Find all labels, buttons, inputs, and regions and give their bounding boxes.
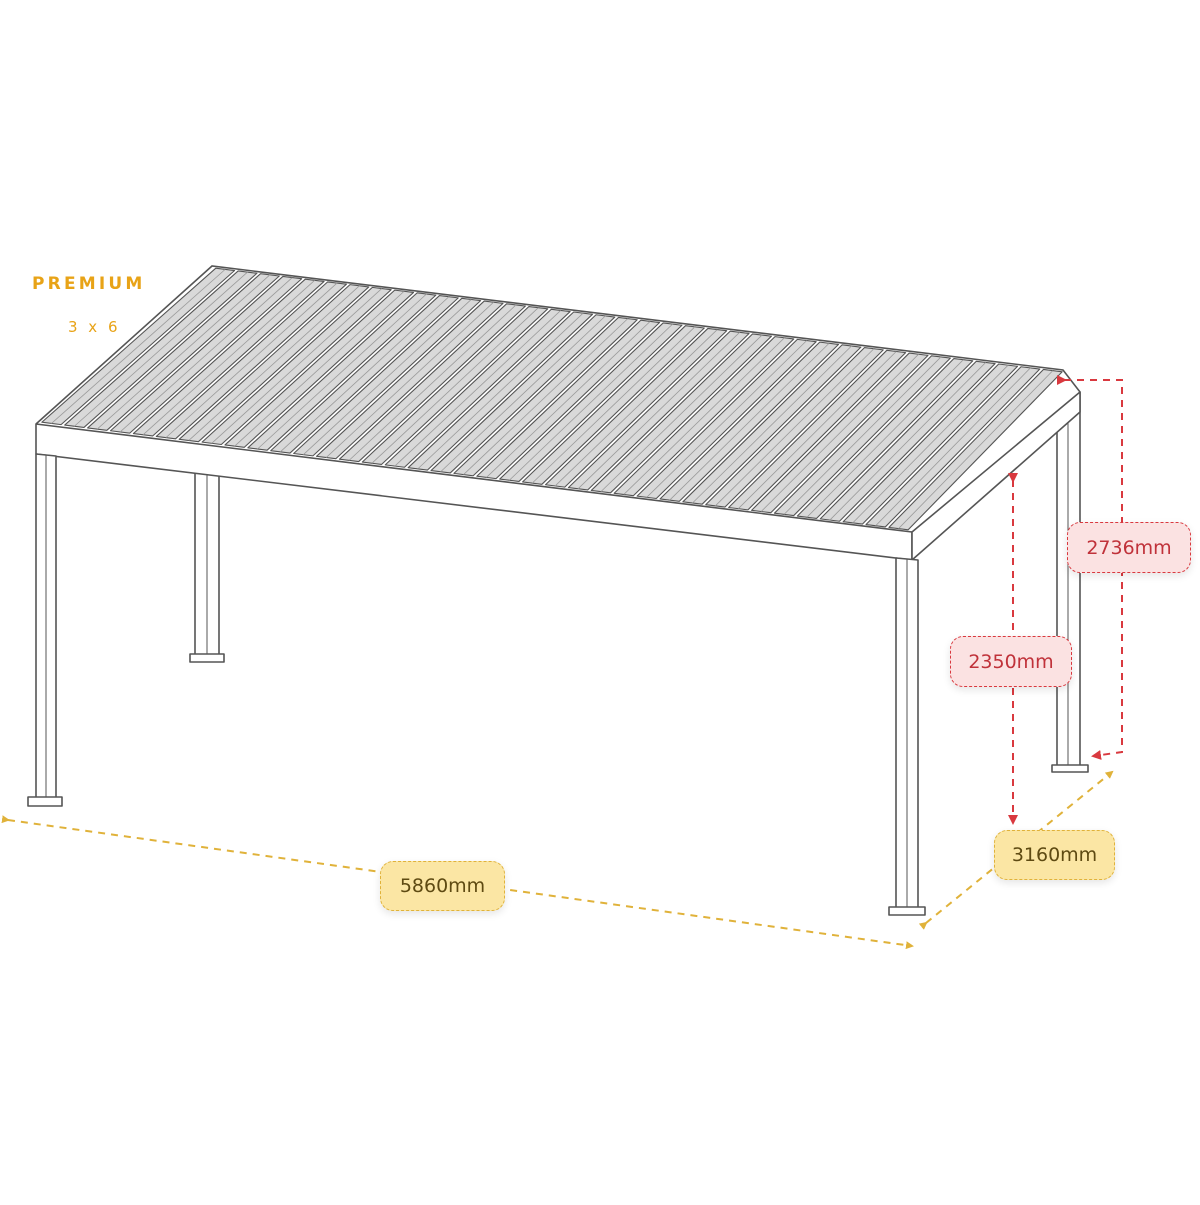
louver-ridge bbox=[577, 332, 740, 490]
louver-ridge bbox=[646, 340, 808, 498]
louver-ridge bbox=[74, 271, 248, 427]
louver-ridge bbox=[692, 345, 852, 504]
clear-height-dimension-label: 2350mm bbox=[950, 636, 1072, 687]
louver-ridge bbox=[486, 321, 651, 478]
front-right-post-base bbox=[888, 906, 926, 916]
louver-ridge bbox=[165, 282, 338, 438]
total-height-dimension-line bbox=[1057, 375, 1123, 760]
louver-ridge bbox=[371, 307, 539, 464]
louver-ridge bbox=[509, 323, 673, 481]
louver-ridge bbox=[463, 318, 629, 475]
total-height-dimension-label: 2736mm bbox=[1067, 522, 1191, 573]
louver-ridge bbox=[394, 310, 561, 467]
louver-ridge bbox=[257, 293, 427, 450]
louver-ridge bbox=[806, 359, 964, 518]
louver-ridge bbox=[554, 329, 718, 487]
louver-ridge bbox=[51, 269, 226, 424]
louver-ridge bbox=[348, 304, 517, 461]
louver-ridge bbox=[783, 356, 942, 515]
brand-subtitle: 3 x 6 bbox=[68, 318, 121, 336]
width-dimension-label: 5860mm bbox=[380, 861, 505, 911]
louver-ridge bbox=[188, 285, 360, 441]
louver-ridge bbox=[852, 364, 1009, 524]
louver-ridge bbox=[898, 370, 1054, 529]
louver-ridge bbox=[440, 315, 606, 473]
louver-ridge bbox=[623, 337, 785, 495]
louver-ridge bbox=[669, 342, 830, 501]
back-right-post-base bbox=[1051, 764, 1089, 773]
louver-ridge bbox=[738, 351, 897, 509]
louver-ridge bbox=[234, 290, 405, 447]
depth-dimension-label: 3160mm bbox=[994, 830, 1115, 880]
front-left-post-base bbox=[27, 796, 63, 807]
louver-ridge bbox=[119, 277, 293, 433]
louver-ridge bbox=[531, 326, 696, 484]
louver-ridge bbox=[142, 280, 315, 436]
louver-ridge bbox=[715, 348, 875, 507]
louver-ridge bbox=[211, 288, 383, 444]
louver-ridge bbox=[280, 296, 450, 453]
louver-ridge bbox=[325, 301, 494, 458]
louver-ridge bbox=[303, 299, 472, 455]
louver-ridge bbox=[96, 274, 271, 430]
louver-ridge bbox=[760, 353, 919, 512]
louver-ridge bbox=[829, 362, 986, 521]
back-left-post-base bbox=[189, 653, 225, 663]
louver-ridge bbox=[417, 312, 584, 470]
louvered-roof bbox=[41, 267, 1063, 531]
louver-ridge bbox=[875, 367, 1031, 527]
louver-ridge bbox=[600, 334, 763, 492]
brand-title: PREMIUM bbox=[32, 274, 146, 294]
